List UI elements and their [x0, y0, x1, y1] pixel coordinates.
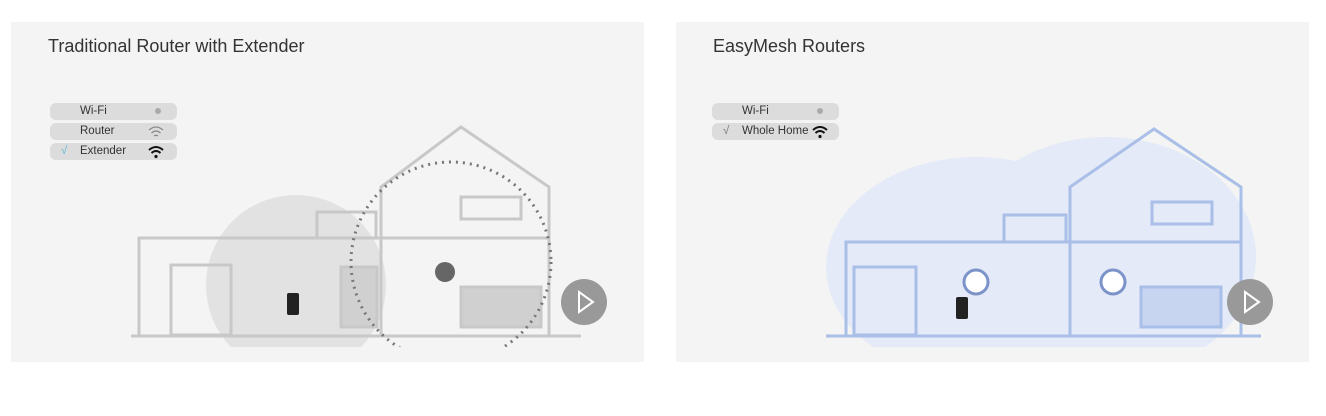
wifi-bold-icon — [812, 126, 828, 139]
check-icon: √ — [723, 125, 730, 137]
panel-title: EasyMesh Routers — [713, 36, 866, 56]
legend-item-wifi[interactable]: Wi-Fi — [50, 103, 177, 120]
legend-label: Extender — [80, 145, 127, 157]
legend-item-wifi[interactable]: Wi-Fi — [712, 103, 839, 120]
legend-label: Router — [80, 125, 115, 137]
legend: Wi-Fi √ Whole Home — [712, 103, 839, 143]
easymesh-panel: EasyMesh Routers Wi-Fi √ Whole Home — [676, 22, 1309, 362]
legend-item-extender[interactable]: √ Extender — [50, 143, 177, 160]
legend-item-router[interactable]: Router — [50, 123, 177, 140]
dot-icon — [817, 108, 823, 114]
play-icon — [578, 290, 595, 314]
legend-label: Whole Home — [742, 125, 809, 137]
play-icon — [1244, 290, 1261, 314]
wifi-bold-icon — [148, 146, 164, 159]
legend-label: Wi-Fi — [742, 105, 769, 117]
legend-label: Wi-Fi — [80, 105, 107, 117]
play-video-button[interactable] — [1227, 279, 1273, 325]
wifi-light-icon — [148, 126, 164, 137]
house-illustration — [826, 127, 1261, 347]
dot-icon — [155, 108, 161, 114]
panel-title: Traditional Router with Extender — [48, 36, 305, 56]
traditional-router-panel: Traditional Router with Extender Wi-Fi R… — [11, 22, 644, 362]
legend: Wi-Fi Router √ Extender — [50, 103, 177, 163]
play-video-button[interactable] — [561, 279, 607, 325]
house-illustration — [131, 125, 581, 347]
check-icon: √ — [61, 145, 68, 157]
legend-item-whole-home[interactable]: √ Whole Home — [712, 123, 839, 140]
